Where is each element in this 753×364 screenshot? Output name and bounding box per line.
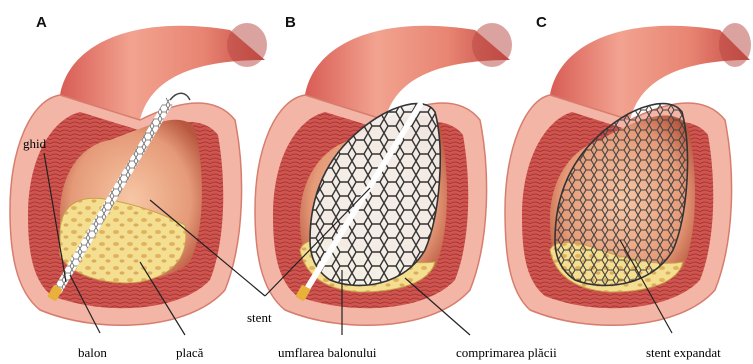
panel-letter: C [536,14,547,31]
panel-letter: B [285,14,296,31]
label-stent: stent [247,310,272,325]
label-balon: balon [78,345,107,360]
label-placa: placă [176,345,204,360]
panel-b: B [255,14,512,325]
panel-letter: A [36,14,47,31]
panel-c: C [505,14,751,325]
panel-a: A [10,14,267,325]
label-ghid: ghid [23,136,47,151]
label-umflarea: umflarea balonului [278,345,377,360]
label-stent-expandat: stent expandat [646,345,721,360]
label-comprimarea: comprimarea plăcii [456,345,557,360]
